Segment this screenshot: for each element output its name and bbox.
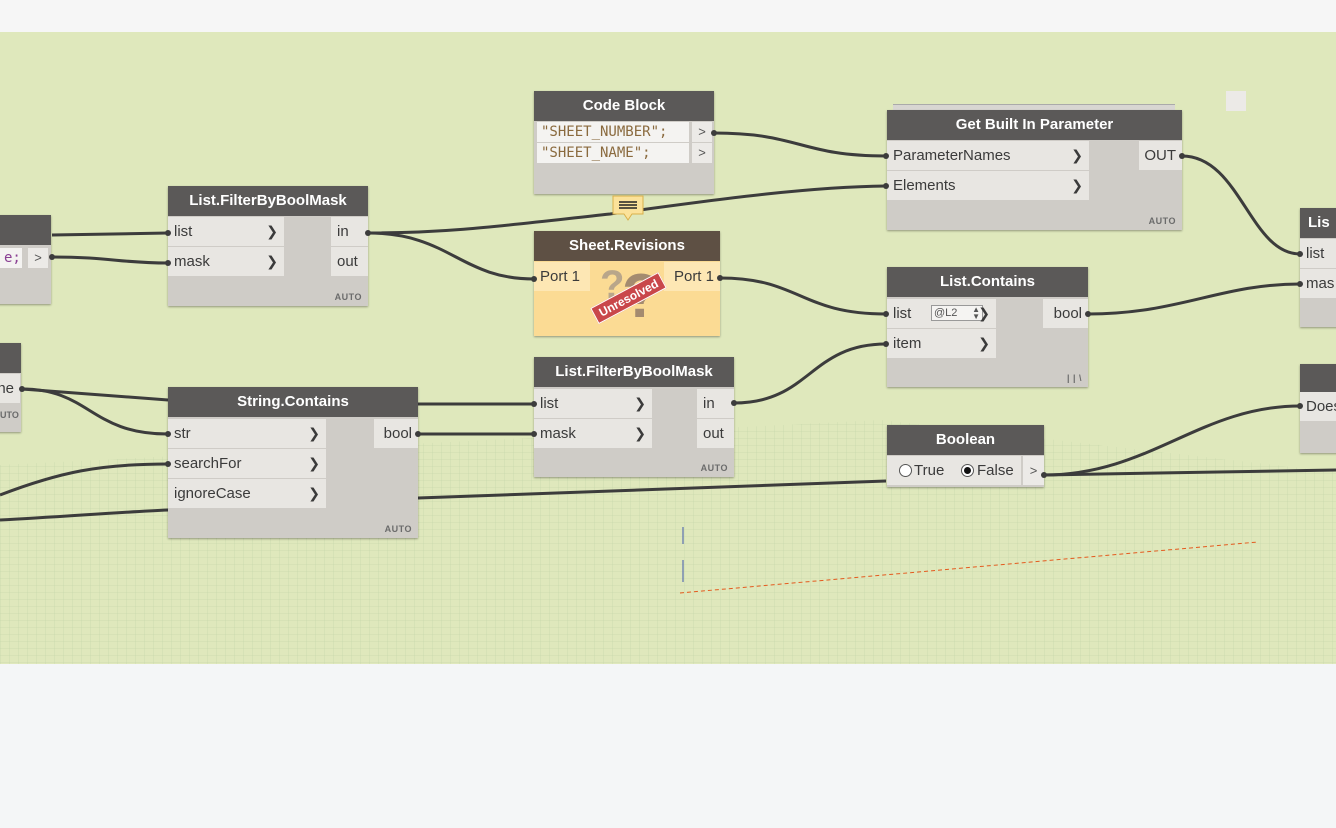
partial-node-right[interactable]: Does [1300,364,1336,453]
output-port-bool[interactable]: bool [1043,299,1088,328]
node-title: List.FilterByBoolMask [168,186,368,216]
lacing-indicator[interactable]: AUTO [334,292,362,302]
wire [1043,404,1301,477]
code-line-2[interactable]: "SHEET_NAME"; [537,143,689,163]
lacing-indicator[interactable]: AUTO [1148,216,1176,226]
lacing-indicator[interactable]: | | \ [1066,373,1082,383]
input-port-item[interactable]: item❯ [887,329,996,358]
wires-layer [0,131,1336,522]
input-port-list[interactable]: list @L2▲▼ ❯ [887,299,996,328]
filter-by-bool-mask-node-mid[interactable]: List.FilterByBoolMask list❯ mask❯ in out… [534,357,734,477]
chevron-right-icon: ❯ [978,305,990,321]
input-port-mask[interactable]: mask❯ [534,419,652,448]
preview-bubble-icon[interactable] [612,195,644,223]
input-port-searchfor[interactable]: searchFor❯ [168,449,326,478]
input-port-parameternames[interactable]: ParameterNames❯ [887,141,1089,170]
node-title: Get Built In Parameter [887,110,1182,140]
node-title: List.FilterByBoolMask [534,357,734,387]
output-port-out[interactable]: OUT [1139,141,1182,170]
boolean-output-port[interactable]: > [1023,456,1044,485]
wire [51,231,169,237]
input-port-list[interactable]: list [1300,239,1336,268]
input-port-does[interactable]: Does [1300,392,1336,421]
node-title: Code Block [534,91,714,121]
filter-by-bool-mask-node-top[interactable]: List.FilterByBoolMask list❯ mask❯ in out… [168,186,368,306]
get-built-in-parameter-node[interactable]: Get Built In Parameter ParameterNames❯ E… [887,110,1182,230]
partial-code-block-left[interactable]: e; > [0,215,51,304]
top-toolbar [0,0,1336,32]
wire [733,342,887,405]
wire [417,479,887,500]
chevron-right-icon: ❯ [266,253,278,269]
wire [0,462,169,497]
lacing-indicator[interactable]: AUTO [384,524,412,534]
code-output-port-2[interactable]: > [692,143,712,163]
input-port-list[interactable]: list❯ [534,389,652,418]
wire [1043,468,1336,477]
partial-node-left[interactable]: ne UTO [0,343,21,432]
input-port-ignorecase[interactable]: ignoreCase❯ [168,479,326,508]
chevron-right-icon: ❯ [634,425,646,441]
wire [1181,154,1301,256]
output-port-in[interactable]: in [697,389,734,418]
output-port-out[interactable]: out [331,247,368,276]
code-block-node[interactable]: Code Block "SHEET_NUMBER"; "SHEET_NAME";… [534,91,1246,194]
wire [1087,282,1301,316]
lacing-indicator[interactable]: AUTO [700,463,728,473]
string-contains-node[interactable]: String.Contains str❯ searchFor❯ ignoreCa… [168,387,418,538]
sheet-revisions-node[interactable]: Sheet.Revisions Port 1 Port 1 ? ? Unreso… [534,231,720,336]
input-port-str[interactable]: str❯ [168,419,326,448]
chevron-right-icon: ❯ [978,335,990,351]
wire [367,184,887,235]
wire [719,276,887,316]
node-title: Boolean [887,425,1044,455]
node-title: Sheet.Revisions [534,231,720,261]
output-port-out[interactable]: out [697,419,734,448]
output-port-bool[interactable]: bool [374,419,418,448]
partial-list-node-right[interactable]: Lis list mas [1300,208,1336,327]
list-contains-node[interactable]: List.Contains list @L2▲▼ ❯ item❯ bool | … [887,267,1088,387]
input-port-port-1[interactable]: Port 1 [534,262,590,291]
wire [367,231,535,281]
graph-canvas[interactable]: e; > ne UTO Code Block "SHEET_NUMBER"; "… [0,32,1336,664]
input-port-elements[interactable]: Elements❯ [887,171,1089,200]
output-port-port-1[interactable]: Port 1 [664,262,720,291]
unresolved-question-icon: ? ? Unresolved [590,261,668,331]
background-grid [0,664,1336,828]
chevron-right-icon: ❯ [634,395,646,411]
chevron-right-icon: ❯ [1071,177,1083,193]
output-port-in[interactable]: in [331,217,368,246]
radio-false[interactable] [961,464,974,477]
chevron-right-icon: ❯ [1071,147,1083,163]
wire [51,255,169,265]
chevron-right-icon: ❯ [308,425,320,441]
chevron-right-icon: ❯ [308,485,320,501]
wire [0,508,169,522]
chevron-right-icon: ❯ [266,223,278,239]
port-dots [19,130,1303,478]
boolean-node[interactable]: Boolean True False > [887,425,1044,487]
code-line-1[interactable]: "SHEET_NUMBER"; [537,122,689,142]
wire [21,387,169,436]
input-port-mask[interactable]: mas [1300,269,1336,298]
node-title: String.Contains [168,387,418,417]
chevron-right-icon: ❯ [308,455,320,471]
code-output-port-1[interactable]: > [692,122,712,142]
level-input[interactable]: @L2▲▼ [931,305,983,321]
node-title: List.Contains [887,267,1088,297]
input-port-list[interactable]: list❯ [168,217,284,246]
wire [713,131,887,158]
code-output-port[interactable]: > [28,248,48,268]
spinner-arrows-icon[interactable]: ▲▼ [972,305,980,321]
radio-true[interactable] [899,464,912,477]
input-port-mask[interactable]: mask❯ [168,247,284,276]
